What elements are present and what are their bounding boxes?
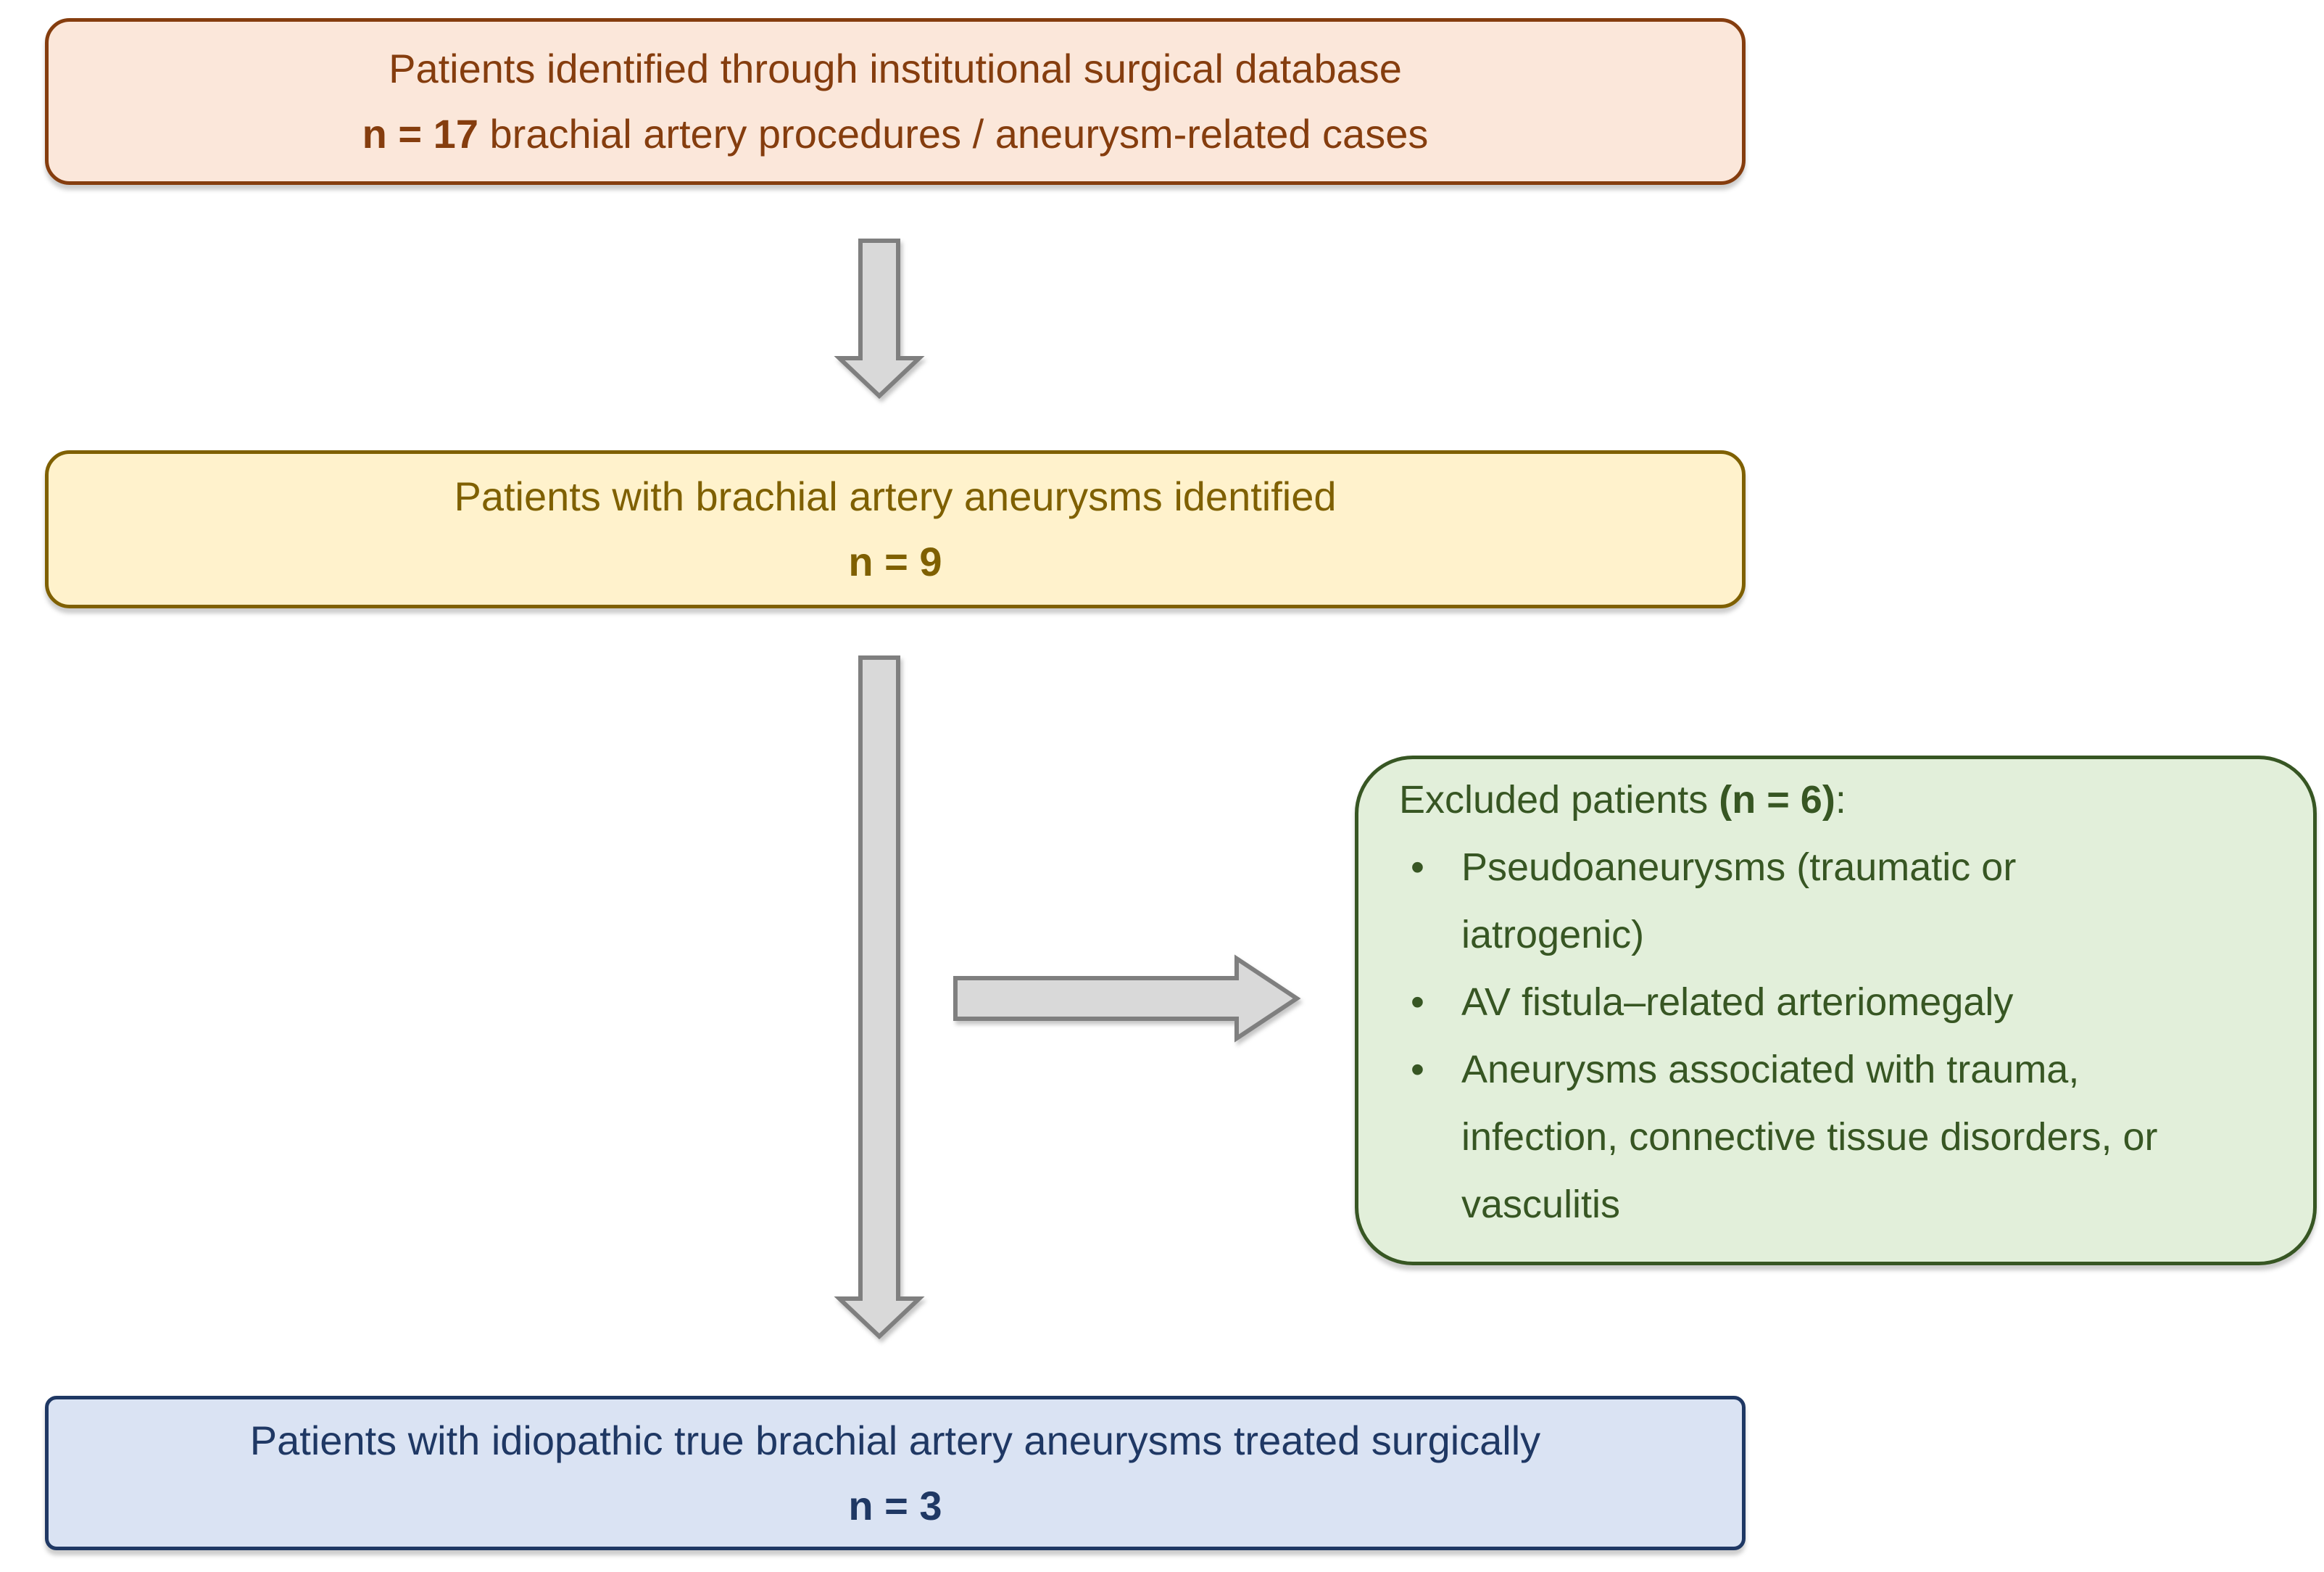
- excluded-bullet-pseudoaneurysms: Pseudoaneurysms (traumatic or iatrogenic…: [1399, 834, 2201, 969]
- excluded-heading-prefix: Excluded patients: [1399, 778, 1719, 822]
- box-excluded-patients: Excluded patients (n = 6): Pseudoaneurys…: [1355, 756, 2317, 1265]
- final-title: Patients with idiopathic true brachial a…: [249, 1417, 1541, 1463]
- excluded-bullet-list: Pseudoaneurysms (traumatic or iatrogenic…: [1399, 834, 2277, 1238]
- excluded-bullet-secondary-aneurysms: Aneurysms associated with trauma, infect…: [1399, 1036, 2201, 1238]
- source-n-value: n = 17: [362, 111, 478, 157]
- source-count-rest: brachial artery procedures / aneurysm-re…: [478, 111, 1429, 157]
- box-aneurysms-identified: Patients with brachial artery aneurysms …: [45, 450, 1746, 608]
- long-down-arrow-icon: [834, 655, 925, 1340]
- excluded-heading: Excluded patients (n = 6):: [1399, 766, 2277, 834]
- excluded-n-value: (n = 6): [1719, 778, 1835, 822]
- down-arrow-icon: [834, 239, 925, 400]
- final-n-value: n = 3: [848, 1482, 942, 1528]
- right-arrow-icon: [953, 954, 1301, 1043]
- excluded-bullet-av-fistula: AV fistula–related arteriomegaly: [1399, 969, 2201, 1036]
- identified-title: Patients with brachial artery aneurysms …: [454, 473, 1337, 519]
- source-count-line: n = 17 brachial artery procedures / aneu…: [78, 102, 1713, 167]
- box-final-cohort: Patients with idiopathic true brachial a…: [45, 1396, 1746, 1550]
- box-source-population: Patients identified through institutiona…: [45, 18, 1746, 185]
- excluded-heading-suffix: :: [1835, 778, 1846, 822]
- identified-n-value: n = 9: [848, 539, 942, 584]
- source-title: Patients identified through institutiona…: [389, 46, 1402, 91]
